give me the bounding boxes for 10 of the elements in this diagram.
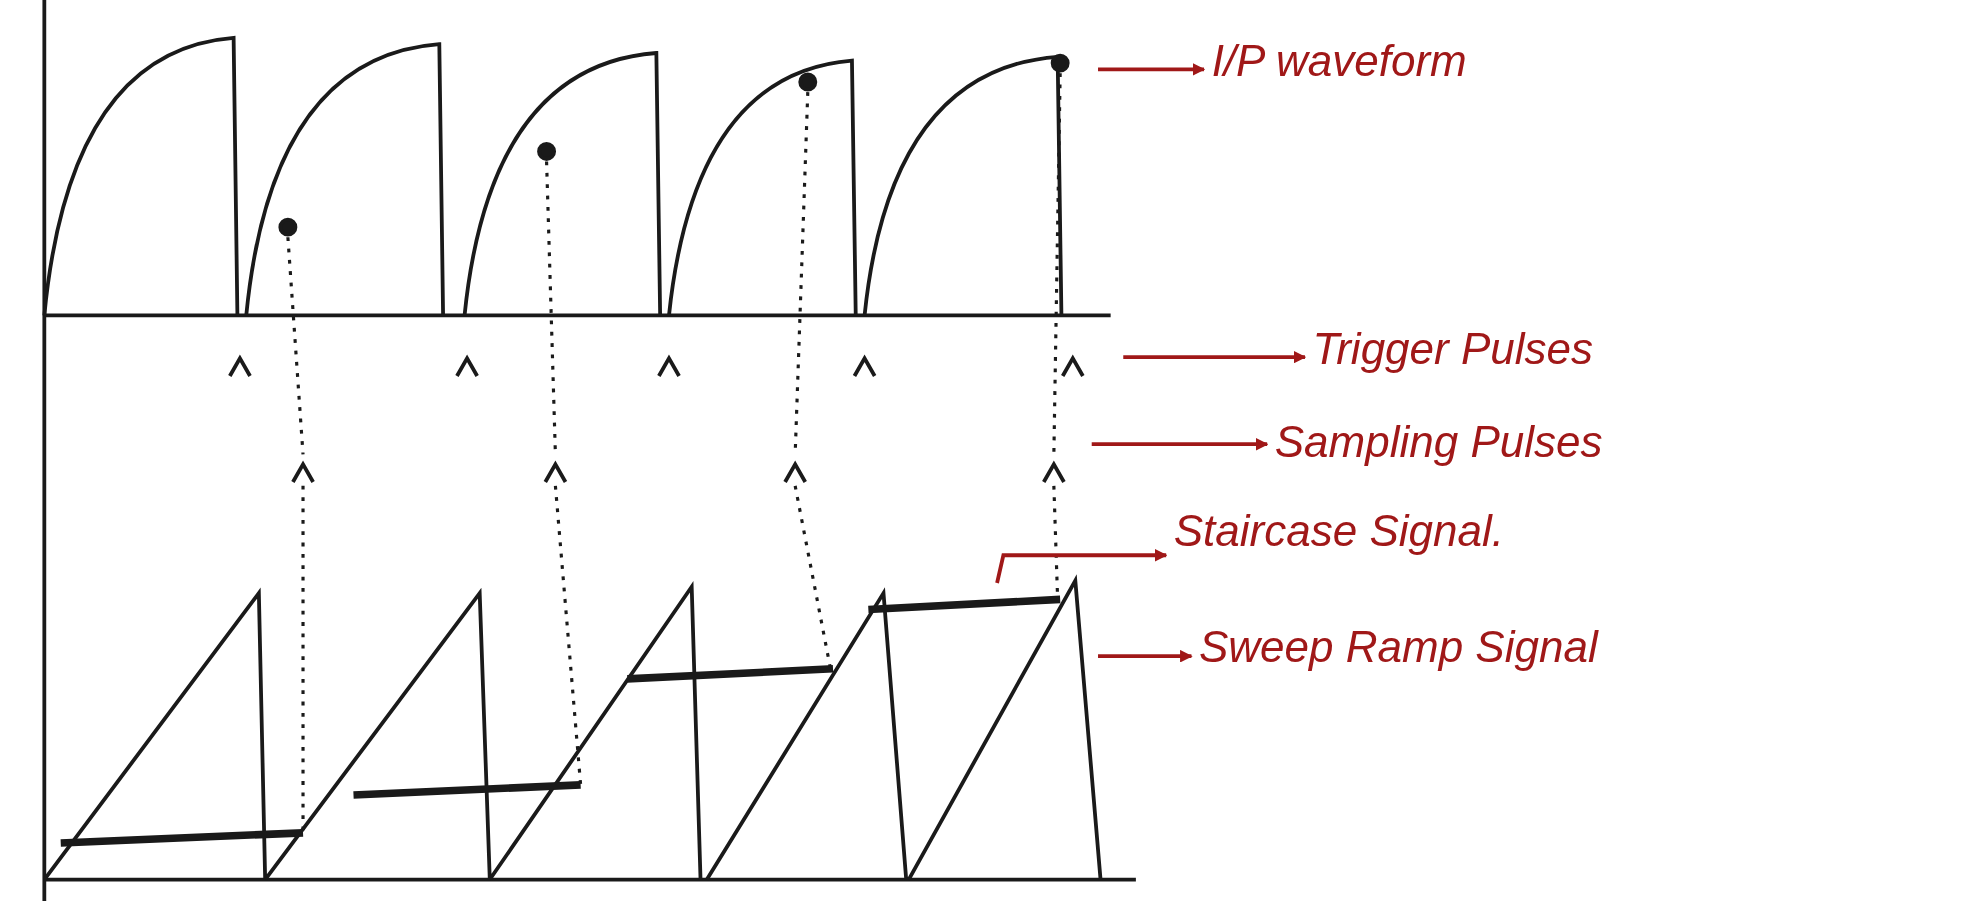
signal-label: Sweep Ramp Signal — [1199, 620, 1598, 674]
signal-label: Sampling Pulses — [1274, 416, 1603, 470]
arrow — [1098, 649, 1193, 663]
signal-label: Trigger Pulses — [1312, 323, 1593, 376]
arrow — [1091, 437, 1269, 451]
arrow — [1123, 350, 1307, 364]
arrow — [1098, 63, 1206, 76]
signal-label: Staircase Signal. — [1173, 504, 1504, 558]
arrow — [995, 548, 1168, 584]
signal-label: I/P waveform — [1211, 35, 1467, 89]
